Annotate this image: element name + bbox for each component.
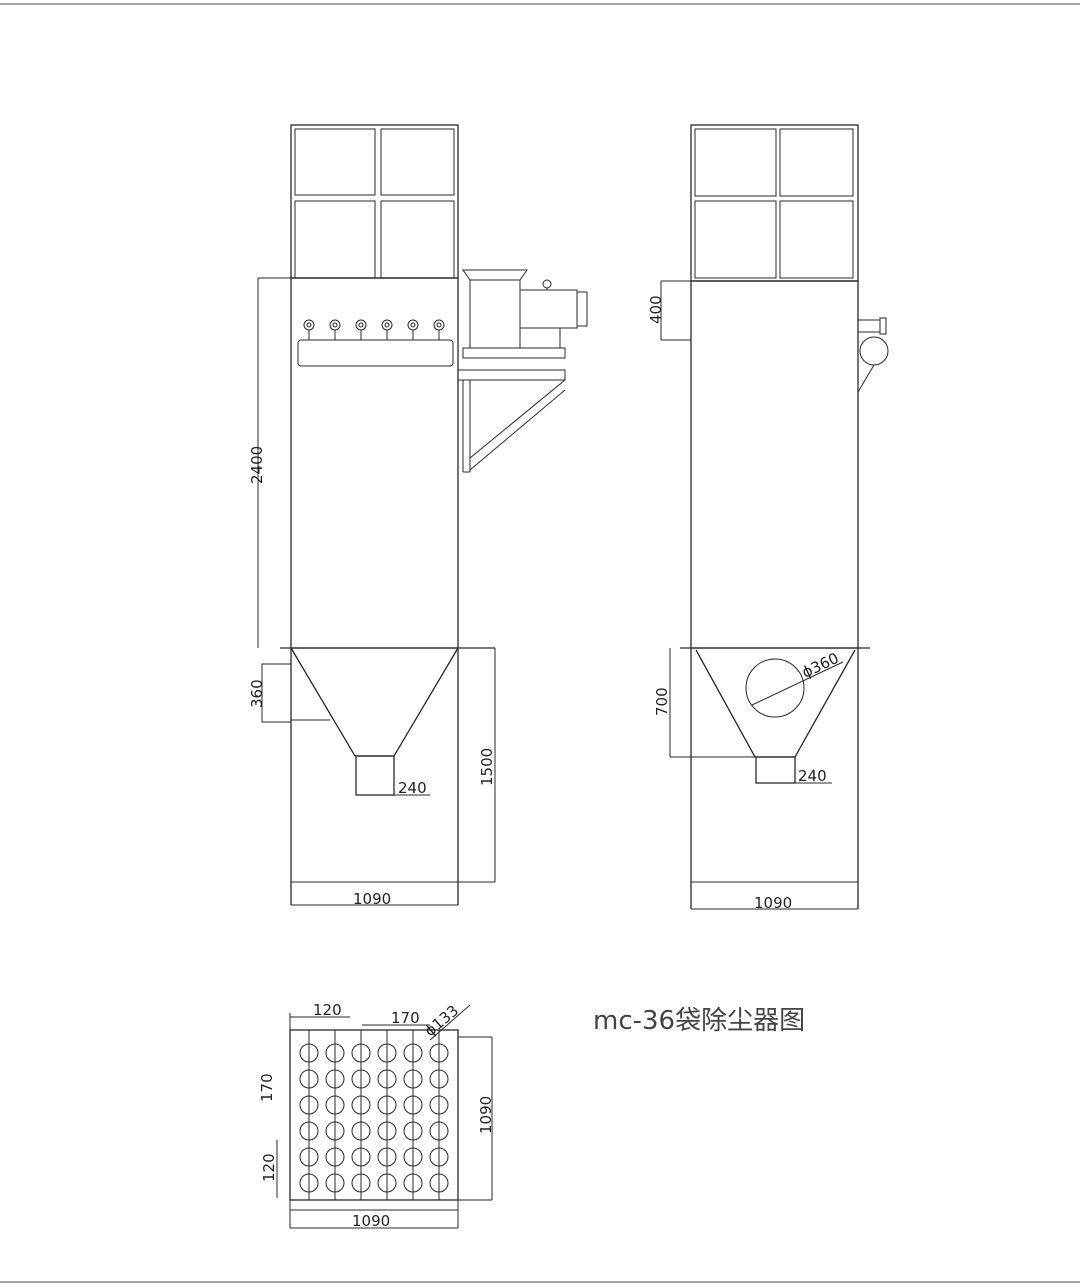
front-dim-1500: 1500 [478, 748, 496, 786]
pulse-valves [303, 319, 445, 340]
side-dim-700: 700 [653, 687, 671, 716]
side-inlet-circle [745, 658, 805, 718]
side-dim-360: ϕ360 [799, 649, 842, 682]
side-view: 400 700 ϕ360 240 1090 [647, 124, 889, 912]
plan-dim-1090-side: 1090 [477, 1096, 495, 1134]
plan-dim-120-top: 120 [313, 1001, 342, 1019]
front-view: 2400 360 1500 240 1090 [248, 124, 588, 908]
front-dim-240: 240 [398, 779, 427, 797]
plan-view: 120 170 ϕ133 170 120 1090 1090 [258, 1001, 495, 1230]
support-bracket [457, 369, 566, 473]
front-dim-360: 360 [248, 679, 266, 708]
bag-grid [299, 1030, 449, 1200]
side-dim-1090: 1090 [754, 894, 792, 912]
plan-dim-170-top: 170 [391, 1009, 420, 1027]
plan-dim-133: ϕ133 [421, 1002, 462, 1041]
plan-dim-120-side: 120 [260, 1153, 278, 1182]
front-dim-1090: 1090 [353, 890, 391, 908]
gas-manifold [297, 339, 454, 367]
front-dim-2400: 2400 [248, 446, 266, 484]
side-fan [857, 317, 889, 393]
plan-dim-170-side: 170 [258, 1073, 276, 1102]
fan-motor [462, 269, 588, 359]
drawing-title: mc-36袋除尘器图 [593, 1006, 805, 1036]
side-dim-400: 400 [647, 295, 665, 324]
side-dim-240: 240 [798, 767, 827, 785]
plan-dim-1090-bottom: 1090 [352, 1212, 390, 1230]
